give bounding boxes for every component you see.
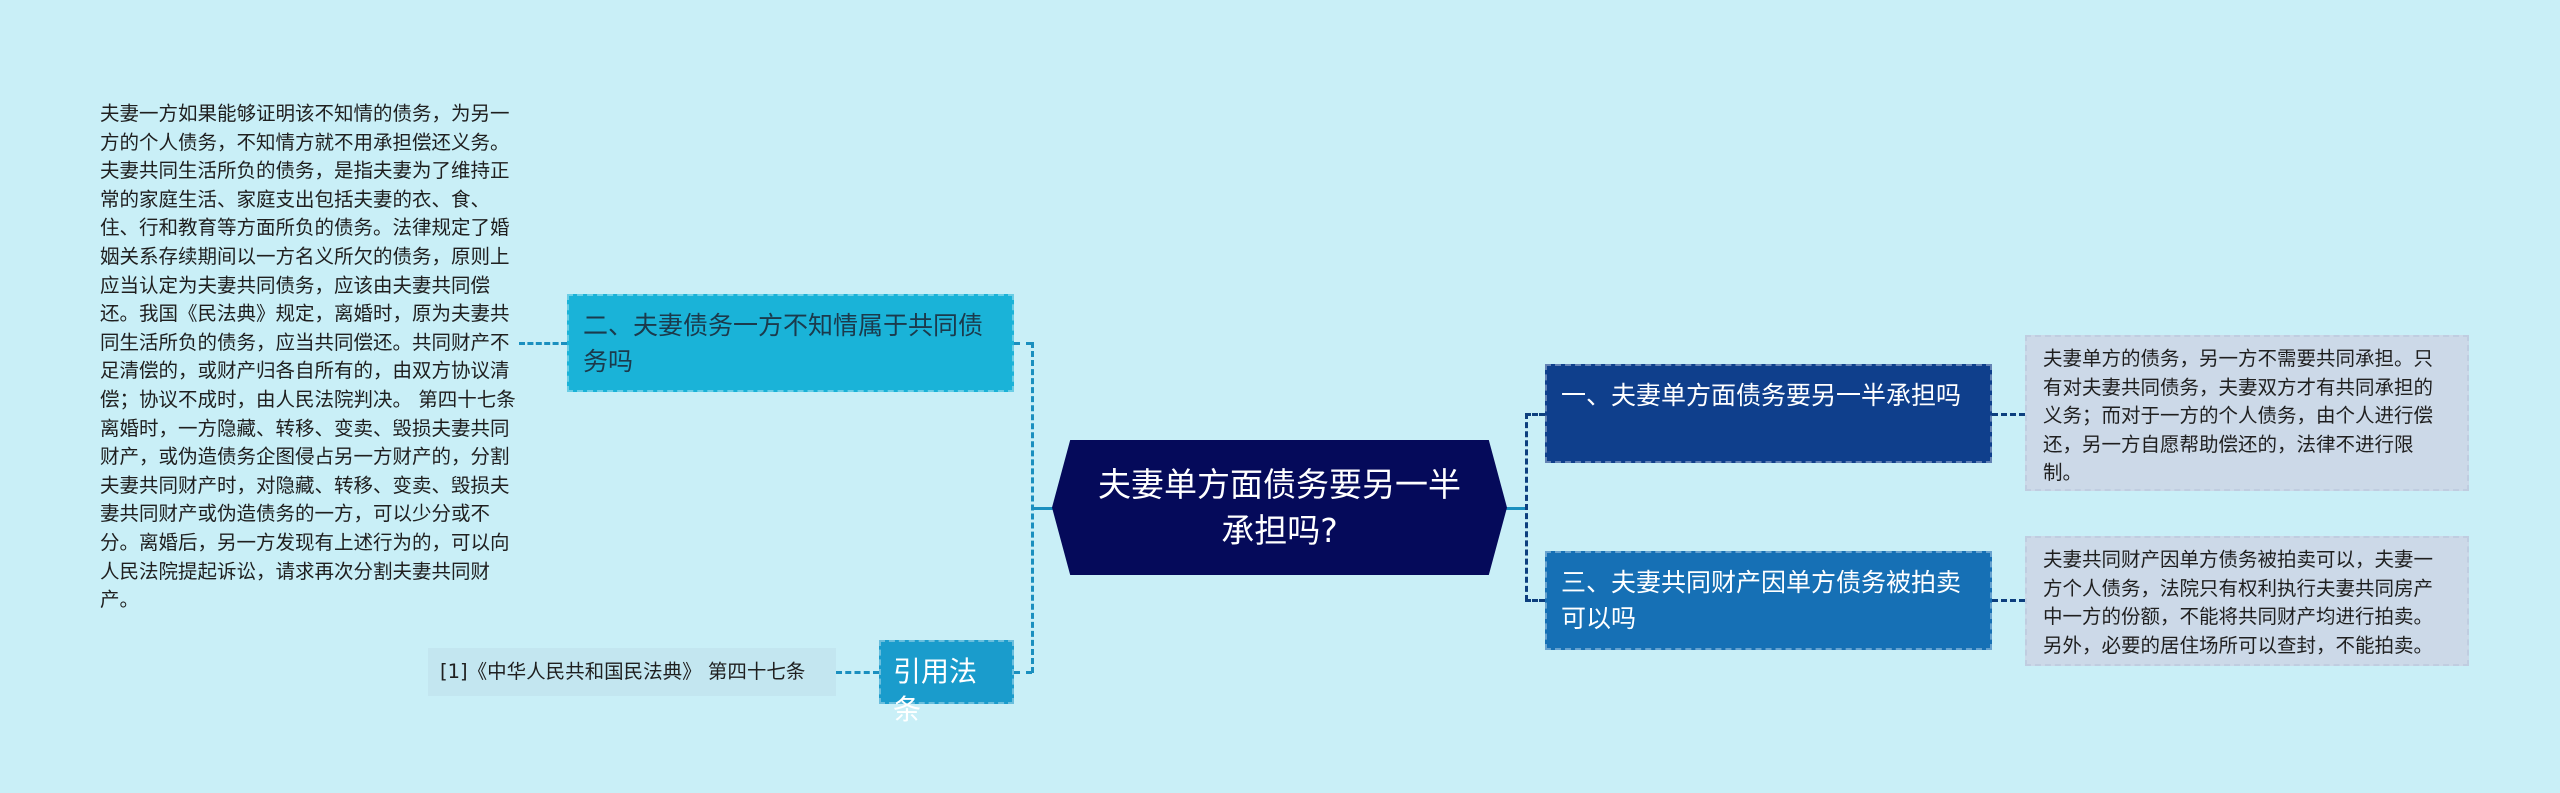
connector-citation-detail	[836, 671, 879, 674]
citation-node[interactable]: 引用法条	[879, 640, 1014, 726]
citation-detail-text: [1]《中华人民共和国民法典》 第四十七条	[440, 660, 806, 683]
connector-center-right	[1505, 507, 1527, 510]
citation-label: 引用法条	[893, 655, 978, 726]
connector-citation	[1014, 671, 1032, 674]
topic1-node[interactable]: 一、夫妻单方面债务要另一半承担吗	[1545, 364, 1992, 463]
connector-center-left	[1031, 507, 1055, 510]
connector-topic3-detail	[1992, 599, 2025, 602]
connector-topic2	[1014, 342, 1032, 345]
central-topic-label: 夫妻单方面债务要另一半承担吗?	[1098, 464, 1461, 550]
topic1-detail: 夫妻单方的债务，另一方不需要共同承担。只有对夫妻共同债务，夫妻双方才有共同承担的…	[2025, 335, 2469, 491]
topic3-detail: 夫妻共同财产因单方债务被拍卖可以，夫妻一方个人债务，法院只有权利执行夫妻共同房产…	[2025, 536, 2469, 666]
central-topic[interactable]: 夫妻单方面债务要另一半承担吗?	[1052, 440, 1507, 575]
topic2-label: 二、夫妻债务一方不知情属于共同债务吗	[583, 311, 984, 376]
connector-topic3	[1525, 599, 1545, 602]
topic3-label: 三、夫妻共同财产因单方债务被拍卖可以吗	[1561, 568, 1962, 633]
topic3-node[interactable]: 三、夫妻共同财产因单方债务被拍卖可以吗	[1545, 551, 1992, 650]
topic1-label: 一、夫妻单方面债务要另一半承担吗	[1561, 381, 1962, 410]
topic2-detail-text: 夫妻一方如果能够证明该不知情的债务，为另一方的个人债务，不知情方就不用承担偿还义…	[100, 102, 516, 612]
topic1-detail-text: 夫妻单方的债务，另一方不需要共同承担。只有对夫妻共同债务，夫妻双方才有共同承担的…	[2043, 347, 2434, 485]
topic2-node[interactable]: 二、夫妻债务一方不知情属于共同债务吗	[567, 294, 1014, 392]
connector-right-trunk	[1525, 413, 1528, 601]
connector-topic1	[1525, 413, 1545, 416]
connector-topic1-detail	[1992, 413, 2025, 416]
citation-detail: [1]《中华人民共和国民法典》 第四十七条	[428, 648, 836, 696]
connector-topic2-detail	[519, 342, 567, 345]
topic3-detail-text: 夫妻共同财产因单方债务被拍卖可以，夫妻一方个人债务，法院只有权利执行夫妻共同房产…	[2043, 548, 2434, 657]
